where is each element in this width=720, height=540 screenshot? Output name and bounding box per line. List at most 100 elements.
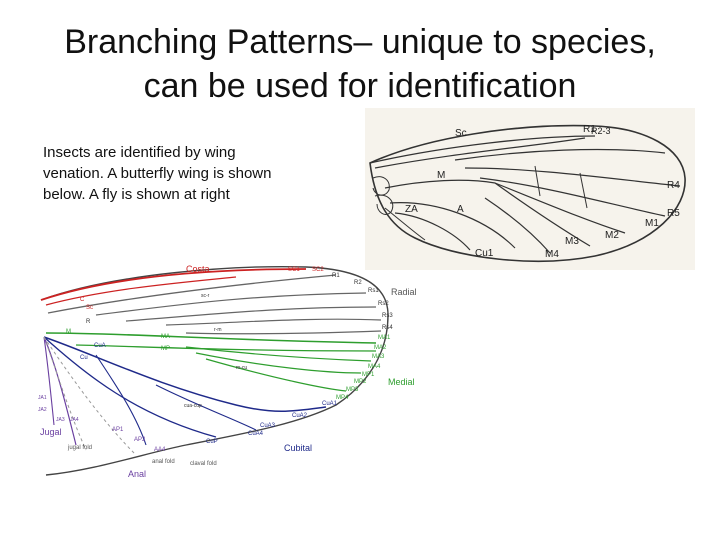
fly-alula-1: [372, 176, 390, 196]
fly-vein-r4: [464, 167, 681, 187]
butterfly-wing-image: Costa Radial Medial Cubital Jugal Anal S…: [38, 264, 416, 479]
fly-label-r23: R2-3: [591, 126, 611, 136]
fly-label-m1: M1: [645, 218, 659, 229]
fly-label-cu1: Cu1: [475, 248, 494, 259]
fly-label-sc: Sc: [455, 128, 467, 139]
butterfly-label-c: C: [80, 297, 85, 303]
butterfly-label-aa4: AA4: [154, 447, 166, 453]
butterfly-label-mp: MP: [161, 346, 170, 352]
butterfly-label-ma3: MA3: [372, 354, 385, 360]
fly-vein-m2: [494, 182, 591, 247]
butterfly-label-ma: MA: [161, 334, 170, 340]
fly-wing-image: Sc R1 R2-3 R4 R5 M1 M2 M3 M4 Cu1 M ZA A: [365, 108, 695, 270]
butterfly-label-r2: R2: [354, 280, 362, 286]
fly-alula-2: [374, 194, 394, 215]
butterfly-label-ja1: JA1: [38, 395, 47, 401]
butterfly-label-rs3: Rs3: [382, 313, 393, 319]
fly-vein-r1: [374, 137, 586, 169]
butterfly-label-cua3: CuA3: [260, 423, 276, 429]
butterfly-label-anal-fold: anal fold: [152, 459, 175, 465]
fly-crossvein-2: [579, 172, 588, 209]
butterfly-label-r-m: r-m: [214, 327, 222, 333]
butterfly-vein-rs1: [95, 292, 367, 316]
title-line-1: Branching Patterns– unique to species,: [64, 23, 656, 61]
fly-label-r1: R1: [583, 124, 596, 135]
fly-crossvein-1: [534, 165, 541, 197]
butterfly-vein-ma2: [185, 346, 372, 362]
fly-label-r4: R4: [667, 180, 680, 191]
butterfly-label-sc-r: sc-r: [201, 293, 210, 299]
butterfly-label-mp4: MP4: [336, 395, 349, 401]
butterfly-label-mp2: MP2: [354, 379, 367, 385]
butterfly-label-mp1: MP1: [362, 372, 375, 378]
butterfly-label-sc1: SC1: [288, 267, 300, 273]
butterfly-vein-r1: [47, 274, 337, 314]
butterfly-vein-costa: [40, 268, 307, 301]
butterfly-label-m-cu: m-cu: [236, 365, 247, 371]
butterfly-label-sc: Sc: [86, 305, 93, 311]
butterfly-label-ap1: AP1: [112, 427, 124, 433]
fly-wing-outline: [369, 124, 686, 262]
butterfly-vein-ja: [43, 336, 55, 426]
fly-label-m: M: [437, 170, 445, 181]
butterfly-label-rs1: Rs1: [368, 288, 379, 294]
fly-label-m3: M3: [565, 236, 579, 247]
fly-vein-r23: [454, 148, 666, 161]
butterfly-region-medial: Medial: [388, 377, 415, 387]
butterfly-anal-fold: [43, 336, 137, 456]
butterfly-vein-ma: [45, 332, 377, 344]
butterfly-vein-cua: [43, 336, 327, 412]
butterfly-label-cua4: CuA4: [248, 431, 264, 437]
fly-vein-m3: [484, 197, 551, 254]
fly-vein-sc: [369, 135, 596, 164]
fly-label-m2: M2: [605, 230, 619, 241]
fly-vein-a: [394, 212, 471, 251]
fly-vein-cu1: [389, 202, 516, 249]
butterfly-label-cua-cup: cua-cup: [184, 403, 202, 409]
butterfly-jugal-fold: [43, 336, 87, 451]
butterfly-vein-mp: [75, 344, 377, 352]
butterfly-region-jugal: Jugal: [40, 427, 62, 437]
butterfly-vein-mp1: [195, 352, 362, 374]
butterfly-label-mp3: MP3: [346, 387, 359, 393]
body-text: Insects are identified by wing venation.…: [43, 144, 272, 203]
butterfly-vein-aa: [43, 336, 77, 446]
butterfly-label-r1: R1: [332, 273, 340, 279]
butterfly-label-rs2: Rs2: [378, 301, 389, 307]
fly-label-m4: M4: [545, 249, 559, 260]
butterfly-label-cua: CuA: [94, 343, 106, 349]
butterfly-label-m: M: [66, 329, 71, 335]
butterfly-region-radial: Radial: [391, 287, 416, 297]
fly-label-a: A: [457, 204, 464, 215]
butterfly-label-ap2: AP2: [134, 437, 146, 443]
fly-label-za: ZA: [405, 204, 418, 215]
butterfly-label-rs4: Rs4: [382, 325, 393, 331]
butterfly-label-ma1: MA1: [378, 335, 391, 341]
fly-vein-r5: [479, 177, 666, 217]
butterfly-label-r: R: [86, 319, 91, 325]
butterfly-vein-sc: [45, 276, 237, 306]
butterfly-vein-rs4: [185, 330, 382, 335]
butterfly-vein-rs2: [125, 306, 377, 322]
butterfly-vein-mp3: [205, 358, 347, 392]
butterfly-label-ja3: JA3: [56, 417, 65, 423]
fly-image-background: [365, 108, 695, 270]
butterfly-label-ma4: MA4: [368, 364, 381, 370]
butterfly-label-cua1: CuA1: [322, 401, 338, 407]
butterfly-label-ja4: JA4: [70, 417, 79, 423]
butterfly-region-anal: Anal: [128, 469, 146, 479]
butterfly-wing-outline: [40, 266, 389, 476]
butterfly-label-claval-fold: claval fold: [190, 461, 217, 467]
title-line-2: can be used for identification: [143, 67, 577, 105]
butterfly-label-jugal-fold: jugal fold: [67, 445, 92, 451]
butterfly-label-cua2: CuA2: [292, 413, 308, 419]
slide-title: Branching Patterns– unique to species, c…: [20, 20, 700, 108]
butterfly-region-cubital: Cubital: [284, 443, 312, 453]
butterfly-label-sc2: SC2: [312, 267, 324, 273]
butterfly-vein-rs3: [165, 318, 382, 326]
fly-vein-za: [384, 207, 426, 241]
butterfly-vein-cua-branch: [95, 354, 147, 446]
butterfly-vein-cua3: [155, 384, 257, 431]
butterfly-region-costa: Costa: [186, 264, 210, 274]
